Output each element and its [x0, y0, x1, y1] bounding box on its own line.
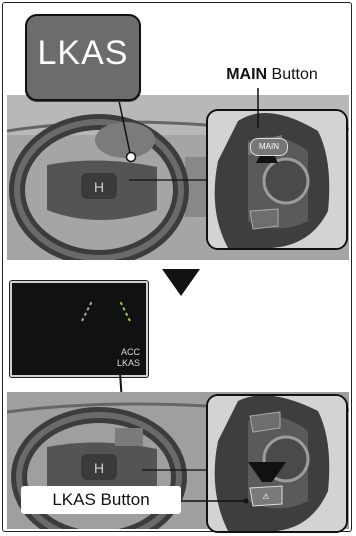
lkas-leader — [0, 0, 356, 536]
page: { "callout_lkas": {"text": "LKAS"}, "mai… — [0, 0, 356, 536]
